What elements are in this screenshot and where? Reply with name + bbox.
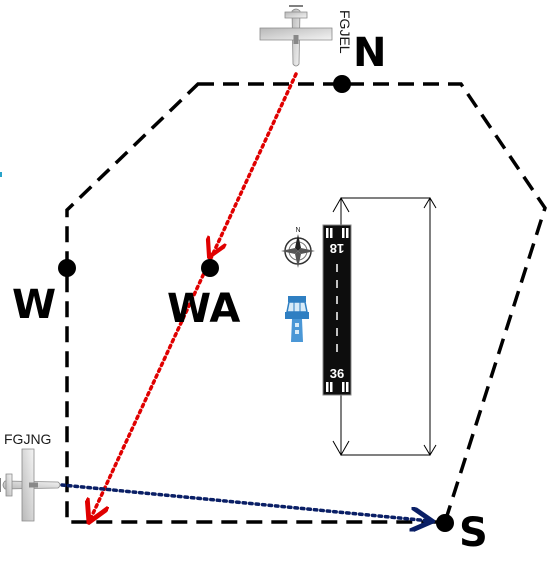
route-fgjel xyxy=(90,72,298,520)
runway: 18 36 xyxy=(322,224,352,396)
edge-marker xyxy=(0,172,2,177)
aircraft-fgjng-icon xyxy=(0,448,61,522)
control-zone-boundary xyxy=(65,82,547,524)
svg-text:N: N xyxy=(295,227,300,234)
waypoint-s-label: S xyxy=(459,510,488,556)
aircraft-fgjng-callsign: FGJNG xyxy=(4,431,51,447)
waypoint-w-marker xyxy=(58,259,76,277)
waypoint-n-marker xyxy=(333,75,351,93)
waypoint-wa-marker xyxy=(201,259,219,277)
waypoint-wa-label: WA xyxy=(167,286,240,332)
compass-rose-icon: N xyxy=(281,227,315,268)
runway-end-36: 36 xyxy=(330,366,344,381)
aircraft-fgjel-icon xyxy=(259,5,333,67)
waypoint-s-marker xyxy=(436,514,454,532)
control-tower-icon xyxy=(285,296,309,342)
waypoint-w-label: W xyxy=(12,282,56,328)
waypoint-n-label: N xyxy=(353,30,386,76)
route-fgjng xyxy=(60,483,430,521)
aircraft-fgjel-callsign: FGJEL xyxy=(337,10,353,54)
runway-end-18: 18 xyxy=(330,241,344,256)
